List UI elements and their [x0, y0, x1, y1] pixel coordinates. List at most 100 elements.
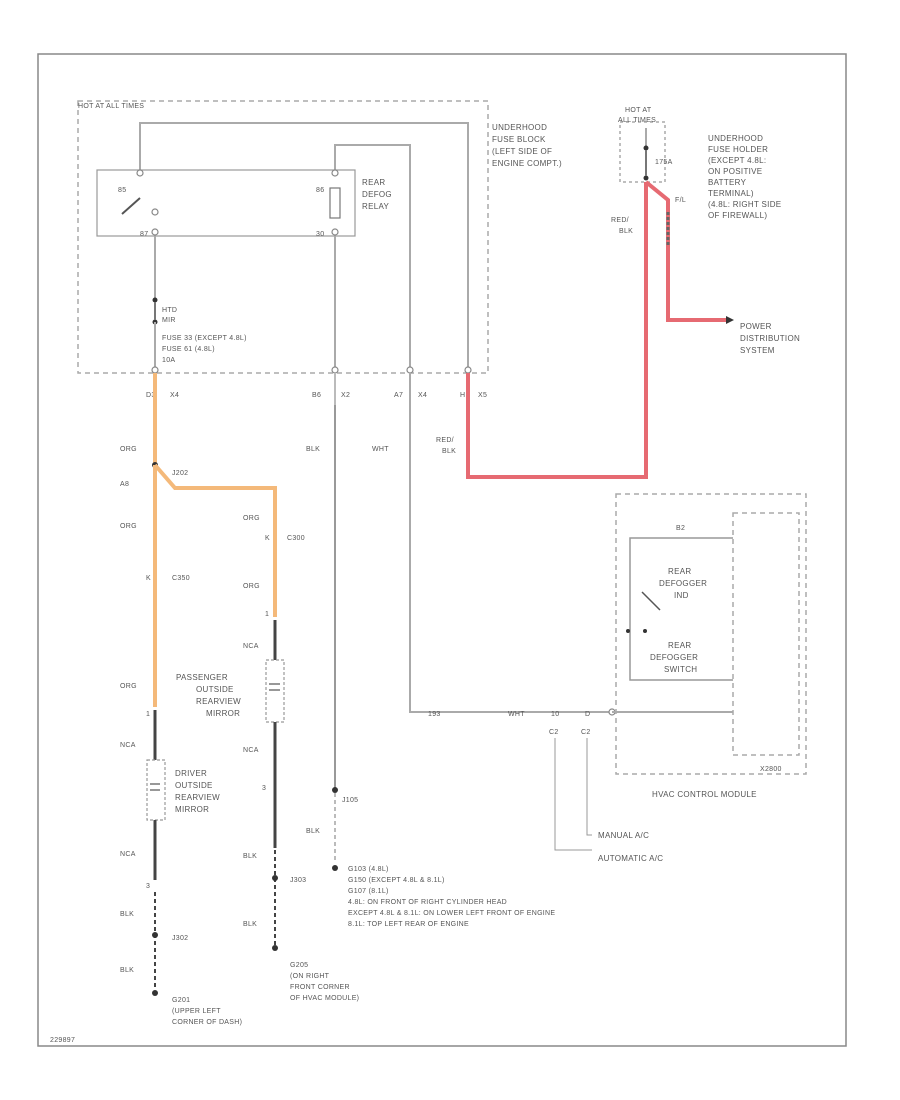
switch-circuit: [629, 537, 733, 681]
fuse-holder-title-8: OF FIREWALL): [708, 211, 767, 220]
fuse-holder-title-7: (4.8L: RIGHT SIDE: [708, 200, 781, 209]
fuse-name-2: MIR: [162, 317, 176, 324]
fusible-link-label: F/L: [675, 197, 686, 204]
pass-mirror-1: PASSENGER: [176, 673, 228, 682]
mid-conn-pin: K: [265, 535, 270, 542]
g205-loc-2: FRONT CORNER: [290, 984, 350, 991]
left-c350-pin: K: [146, 575, 151, 582]
relay-ground-symbol: [332, 865, 338, 871]
left-org-2: ORG: [120, 523, 137, 530]
hvac-module-label: HVAC CONTROL MODULE: [652, 790, 757, 799]
g201-ground-icon: [152, 990, 158, 996]
relay-pin-30: 30: [316, 231, 324, 238]
fuse-block-title-4: ENGINE COMPT.): [492, 159, 562, 168]
fuse-block-title-3: (LEFT SIDE OF: [492, 147, 552, 156]
conn-c2-pin: B6: [312, 392, 321, 399]
diagram-id: 229897: [50, 1037, 75, 1044]
relay-coil: [329, 187, 341, 219]
driver-mirror-1: DRIVER: [175, 769, 207, 778]
fuse-holder-title-1: UNDERHOOD: [708, 134, 763, 143]
mid-org-1: ORG: [243, 515, 260, 522]
defogger-switch-3: SWITCH: [664, 665, 697, 674]
red-blk-label-1: RED/: [436, 437, 454, 444]
power-dist-2: DISTRIBUTION: [740, 334, 800, 343]
hvac-wire-color: WHT: [508, 711, 525, 718]
fuse-name-1: HTD: [162, 307, 177, 314]
fuse-block-hot-label: HOT AT ALL TIMES: [78, 103, 144, 110]
fuse-block-outline: [77, 100, 489, 374]
left-nca-2: NCA: [120, 851, 136, 858]
relay-pin-85: 85: [118, 187, 126, 194]
fuse-holder-title-5: BATTERY: [708, 178, 747, 187]
pass-mirror-3: REARVIEW: [196, 697, 241, 706]
hvac-module-outline: [615, 493, 807, 775]
mid-pin-1: 1: [265, 611, 269, 618]
g201-loc-2: CORNER OF DASH): [172, 1019, 242, 1026]
hvac-inner-outline: [732, 512, 800, 756]
mid-conn-id: C300: [287, 535, 305, 542]
defogger-ind-2: DEFOGGER: [659, 579, 707, 588]
fuse-holder-fuse: 175A: [655, 159, 673, 166]
conn-c3-id: X4: [418, 392, 427, 399]
conn-c1-pin: D3: [146, 392, 156, 399]
fuse-block-title-2: FUSE BLOCK: [492, 135, 546, 144]
fuse-holder-title-2: FUSE HOLDER: [708, 145, 768, 154]
ground-note-1: G103 (4.8L): [348, 866, 389, 873]
mid-splice: J303: [290, 877, 306, 884]
ground-note-3: G107 (8.1L): [348, 888, 389, 895]
left-splice: J302: [172, 935, 188, 942]
relay-label-3: RELAY: [362, 202, 390, 211]
fuse-holder-wire-2: BLK: [619, 228, 633, 235]
pass-mirror-2: OUTSIDE: [196, 685, 234, 694]
driver-mirror-4: MIRROR: [175, 805, 209, 814]
ground-note-5: EXCEPT 4.8L & 8.1L: ON LOWER LEFT FRONT …: [348, 910, 555, 917]
fuse-block-title-1: UNDERHOOD: [492, 123, 547, 132]
g205-loc-1: (ON RIGHT: [290, 973, 330, 980]
left-blk-2: BLK: [120, 967, 134, 974]
conn-c1-id: X4: [170, 392, 179, 399]
driver-mirror-3: REARVIEW: [175, 793, 220, 802]
diagram-frame: [37, 53, 847, 1047]
left-c350-id: C350: [172, 575, 190, 582]
left-org-1: ORG: [120, 446, 137, 453]
mid-nca-2: NCA: [243, 747, 259, 754]
mid-pin-3: 3: [262, 785, 266, 792]
conn-c4-id: X5: [478, 392, 487, 399]
power-dist-arrow-icon: [726, 316, 734, 324]
pass-mirror-4: MIRROR: [206, 709, 240, 718]
driver-mirror-heater-icon: [150, 783, 160, 791]
g201-id: G201: [172, 997, 190, 1004]
pass-mirror-heater-icon: [269, 683, 280, 691]
left-splice-id: J202: [172, 470, 188, 477]
middle-orange-wire: [153, 463, 277, 617]
power-dist-3: SYSTEM: [740, 346, 775, 355]
defogger-switch-contact: [641, 591, 661, 611]
pass-mirror-box: [265, 659, 285, 723]
red-blk-wire: [466, 182, 648, 479]
mid-nca: NCA: [243, 643, 259, 650]
manual-ac-label: MANUAL A/C: [598, 831, 649, 840]
rear-defog-relay-box: [96, 169, 356, 237]
defogger-switch-1: REAR: [668, 641, 691, 650]
ground-note-6: 8.1L: TOP LEFT REAR OF ENGINE: [348, 921, 469, 928]
left-pin-1: 1: [146, 711, 150, 718]
mid-org-2: ORG: [243, 583, 260, 590]
power-dist-1: POWER: [740, 322, 772, 331]
fuse-holder-hot-2: ALL TIMES: [618, 117, 656, 124]
automatic-ac-leader: [554, 738, 592, 851]
wht-label: WHT: [372, 446, 389, 453]
relay-ground-blk: BLK: [306, 828, 320, 835]
mid-blk: BLK: [243, 853, 257, 860]
g201-loc-1: (UPPER LEFT: [172, 1008, 221, 1015]
hvac-pin-b2: B2: [676, 525, 685, 532]
ground-note-4: 4.8L: ON FRONT OF RIGHT CYLINDER HEAD: [348, 899, 507, 906]
defogger-switch-2: DEFOGGER: [650, 653, 698, 662]
conn-c4-pin: H: [460, 392, 465, 399]
hvac-pin-a: 10: [551, 711, 559, 718]
defogger-ind-3: IND: [674, 591, 689, 600]
g205-ground-icon: [272, 945, 278, 951]
left-pin-3: 3: [146, 883, 150, 890]
automatic-ac-label: AUTOMATIC A/C: [598, 854, 663, 863]
fuse-name-4: FUSE 61 (4.8L): [162, 346, 215, 353]
